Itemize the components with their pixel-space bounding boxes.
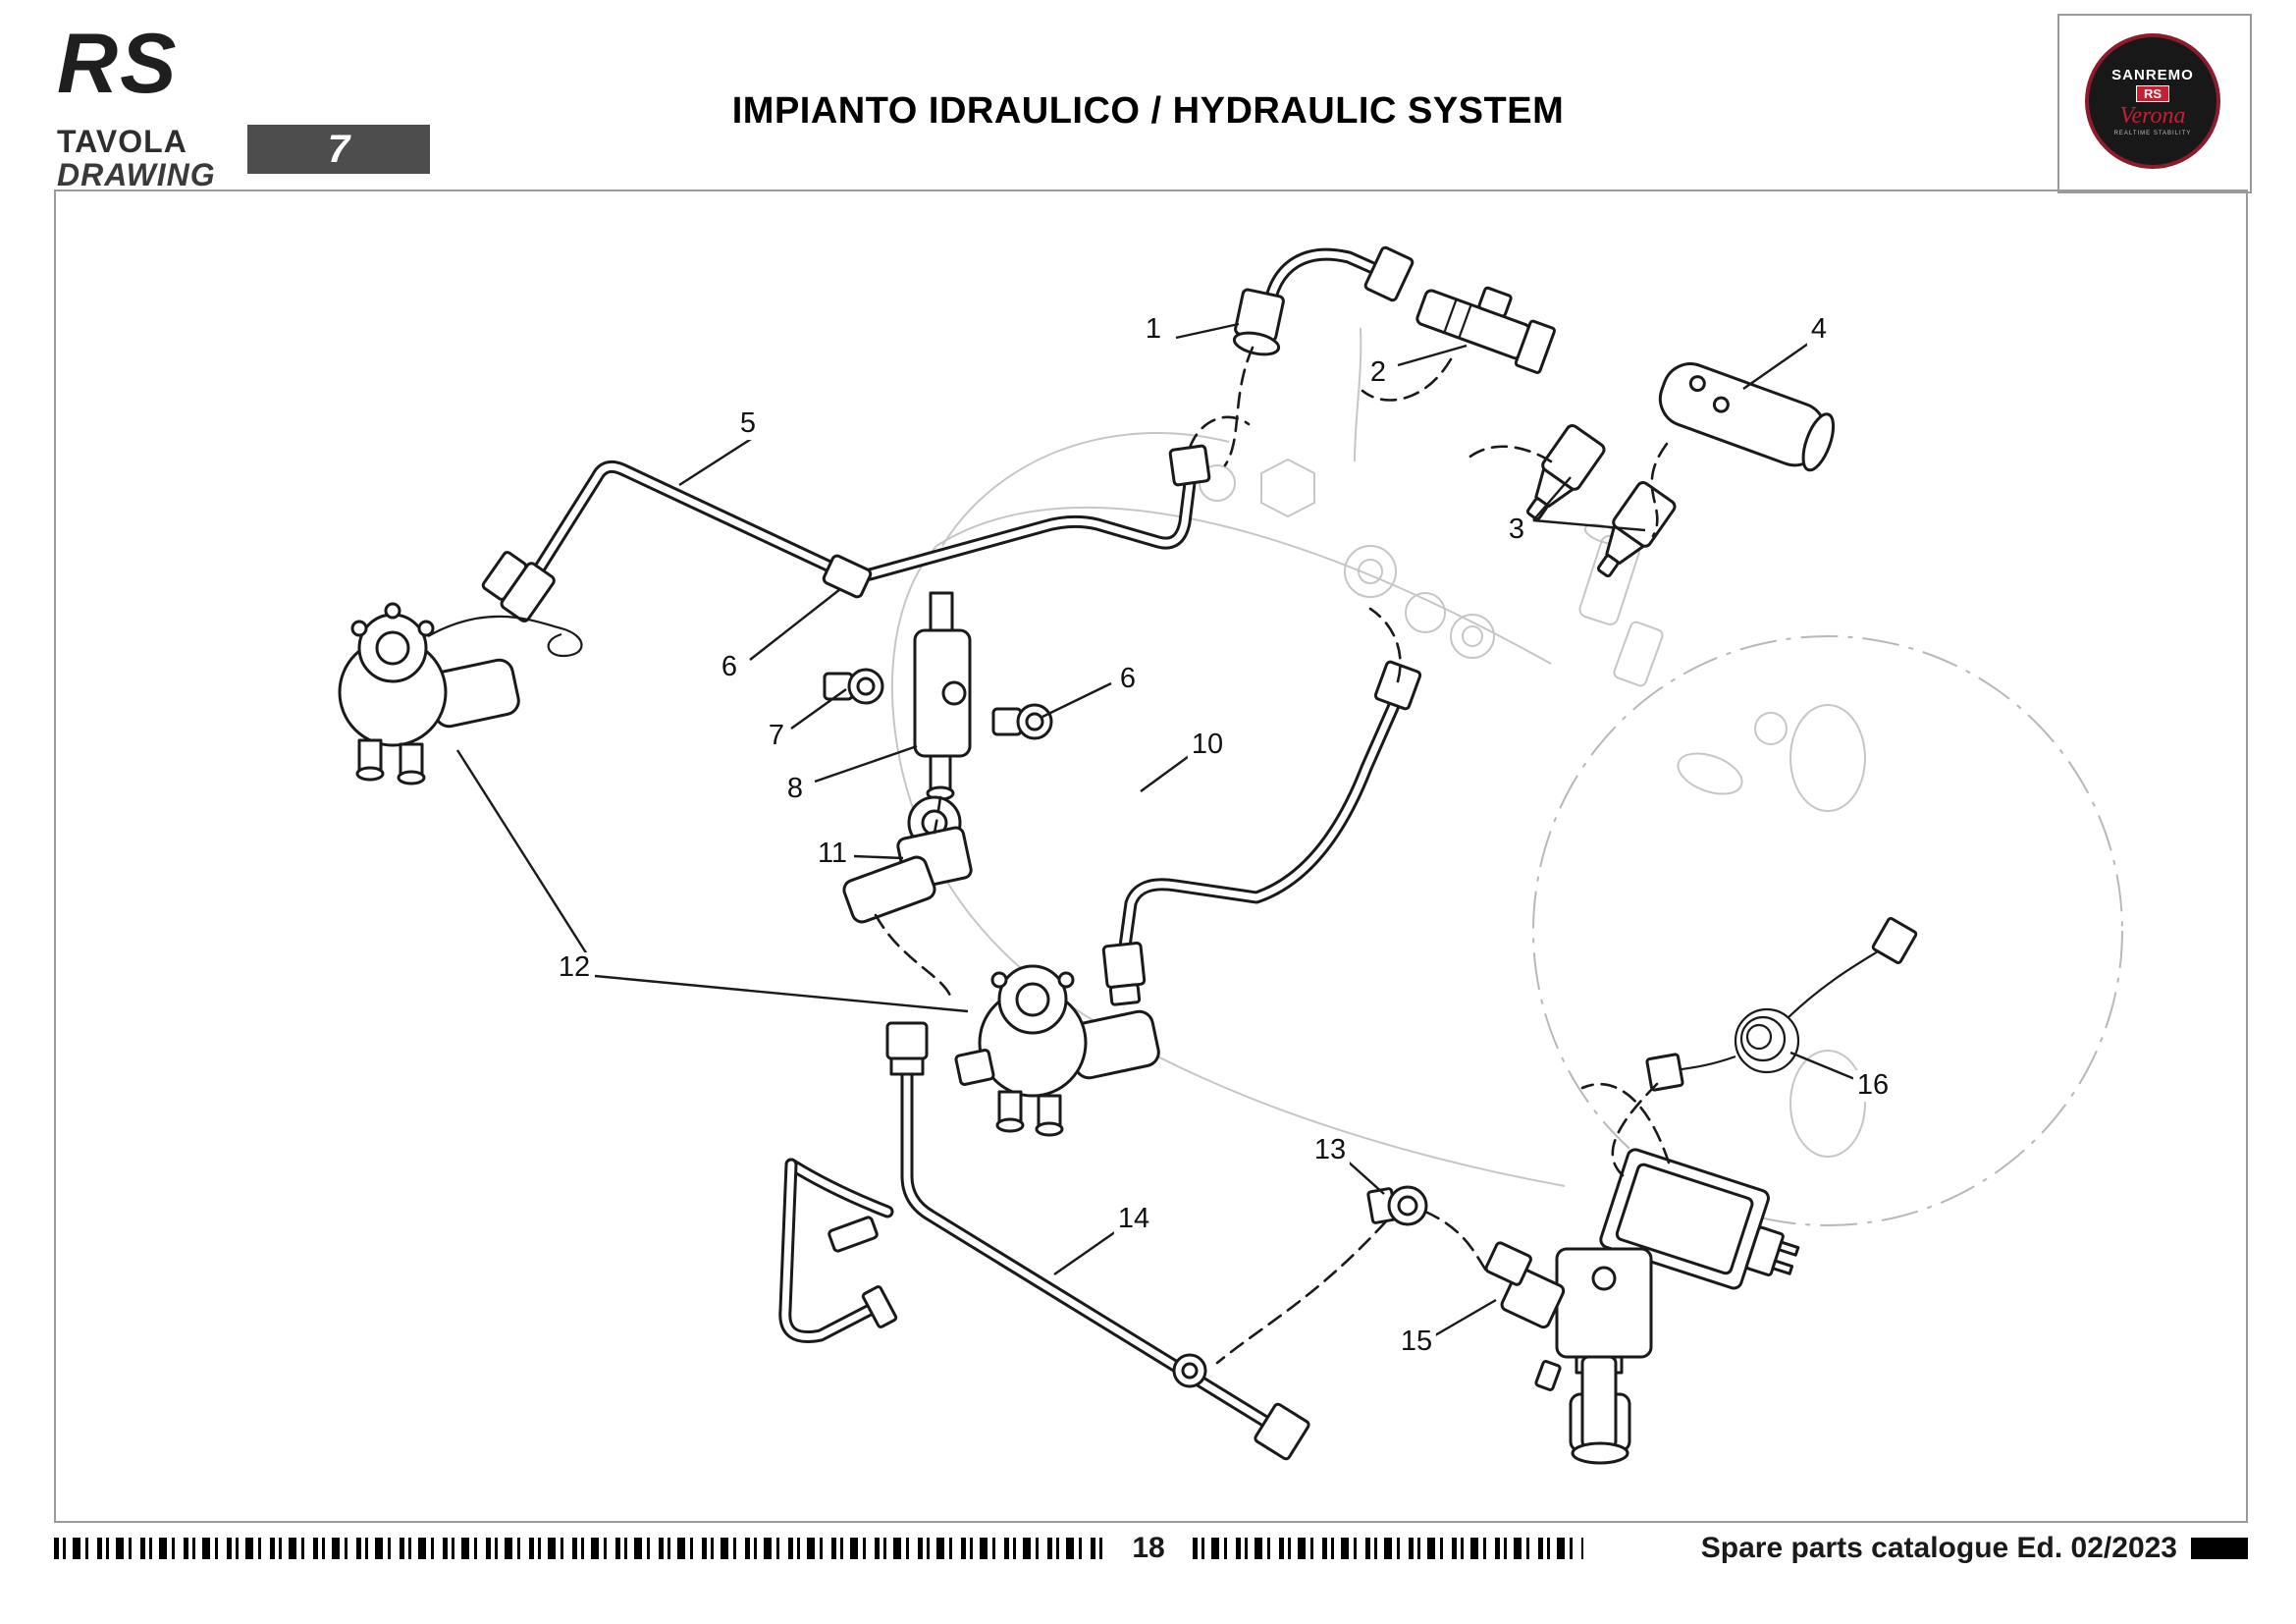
table-number-box: 7 <box>247 125 430 174</box>
logo-tagline-text: REALTIME STABILITY <box>2113 130 2192 136</box>
brand-logo-text: RS <box>57 17 179 111</box>
logo-verona-text: Verona <box>2119 102 2186 129</box>
part-14-drain-pipe <box>778 1021 1310 1461</box>
boiler-ghost-outline <box>890 327 2123 1226</box>
part-12-flowmeter-right <box>954 964 1160 1137</box>
drawing-label: DRAWING <box>57 157 216 192</box>
barcode-strip-left <box>54 1538 1106 1559</box>
sanremo-badge-icon: SANREMO RS Verona REALTIME STABILITY <box>2085 33 2220 169</box>
part-16-capillary-coil <box>1645 917 1918 1092</box>
table-number: 7 <box>327 127 350 171</box>
part-15-solenoid-valve-assembly <box>1484 1148 1800 1465</box>
part-5-feed-pipe <box>481 444 1211 623</box>
barcode-strip-middle <box>1193 1538 1583 1559</box>
assembly-dashed-lines <box>874 346 1671 1365</box>
logo-rs-text: RS <box>2135 84 2170 102</box>
part-3-check-valves <box>1525 424 1677 578</box>
part-7-nipple-fitting <box>823 668 884 705</box>
sanremo-logo-box: SANREMO RS Verona REALTIME STABILITY <box>2057 14 2252 193</box>
page-number: 18 <box>1132 1532 1165 1564</box>
catalogue-edition-text: Spare parts catalogue Ed. 02/2023 <box>1700 1532 2177 1564</box>
part-12-flowmeter-left <box>338 602 583 785</box>
part-8-valve-block <box>913 591 972 801</box>
part-10-curved-pipe <box>1101 660 1422 1006</box>
callout-leader-lines <box>455 322 1858 1337</box>
diagram-frame <box>54 189 2248 1523</box>
page-title: IMPIANTO IDRAULICO / HYDRAULIC SYSTEM <box>731 90 1565 132</box>
part-6-union-fitting <box>991 703 1053 740</box>
part-11-bracket <box>842 795 973 924</box>
part-2-injector-fitting <box>1415 286 1556 374</box>
logo-sanremo-text: SANREMO <box>2111 66 2194 83</box>
barcode-block-right <box>2191 1538 2248 1559</box>
part-4-cylinder <box>1658 362 1836 472</box>
part-13-union <box>1366 1185 1428 1226</box>
part-1-elbow-fitting <box>1232 245 1415 356</box>
tavola-label: TAVOLA <box>57 124 187 159</box>
